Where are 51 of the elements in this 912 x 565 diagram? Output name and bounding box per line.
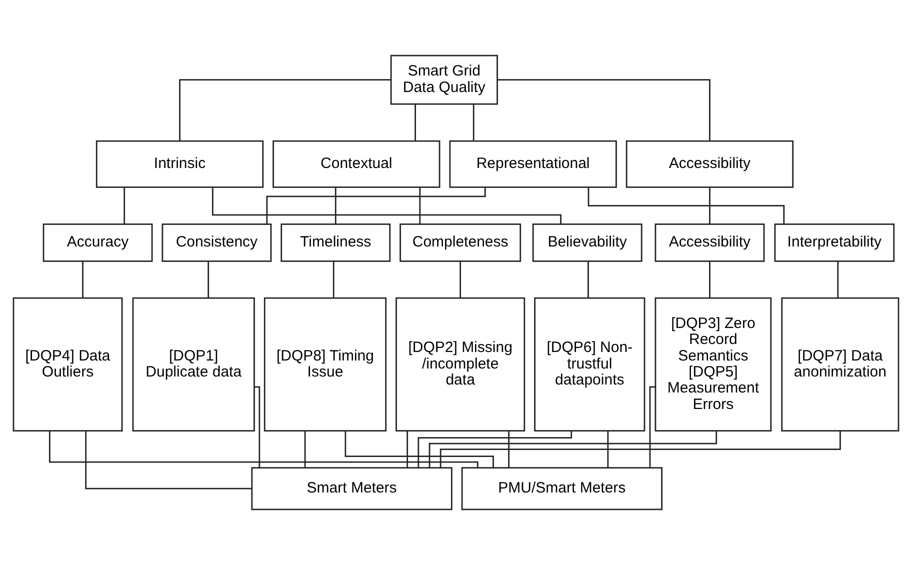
node-box: Consistency [162, 224, 272, 262]
connector [406, 430, 408, 468]
connector [508, 430, 510, 468]
connector [607, 430, 609, 468]
connector [304, 430, 306, 468]
connector [419, 187, 421, 224]
connector [440, 430, 841, 468]
node-box: Interpretability [774, 224, 895, 262]
node-box: [DQP8] Timing Issue [264, 297, 387, 432]
connector [588, 261, 589, 298]
connector [837, 261, 839, 298]
connector [124, 187, 126, 224]
node-box: Smart Meters [251, 467, 452, 510]
connector [48, 431, 478, 468]
node-box: [DQP7] Data anonimization [781, 297, 900, 432]
node-box: Representational [449, 140, 617, 188]
connector [254, 386, 260, 468]
node-box: Smart Grid Data Quality [390, 54, 498, 105]
node-box: Completeness [400, 224, 522, 262]
connector [82, 261, 84, 298]
connector [332, 261, 334, 298]
node-box: Accessibility [654, 224, 765, 262]
node-box: Accuracy [42, 224, 153, 262]
connector [208, 261, 210, 298]
node-box: Intrinsic [96, 140, 264, 188]
connector [498, 79, 710, 141]
node-box: Contextual [272, 140, 440, 188]
node-box: Accessibility [626, 140, 794, 188]
node-box: [DQP4] Data Outliers [12, 297, 123, 432]
node-box: [DQP3] Zero Record Semantics [DQP5] Measurement Errors [654, 297, 772, 432]
connector [588, 187, 785, 224]
connector [428, 431, 718, 468]
connector [179, 79, 391, 141]
connector [212, 187, 562, 224]
node-box: [DQP1] Duplicate data [132, 297, 255, 432]
node-box: [DQP2] Missing /incomplete data [396, 297, 526, 432]
connector [472, 104, 474, 141]
node-box: Timeliness [280, 224, 391, 262]
connector [266, 187, 486, 224]
connector [418, 431, 572, 468]
connector [709, 187, 710, 224]
node-box: PMU/Smart Meters [461, 467, 662, 510]
connector [344, 431, 494, 468]
connector [460, 261, 462, 298]
connector [649, 386, 656, 468]
node-box: [DQP6] Non-trustful datapoints [534, 297, 646, 432]
connector [85, 430, 252, 490]
node-box: Believability [532, 224, 642, 262]
connector [414, 104, 416, 141]
connector [709, 261, 710, 298]
connector [334, 187, 336, 224]
